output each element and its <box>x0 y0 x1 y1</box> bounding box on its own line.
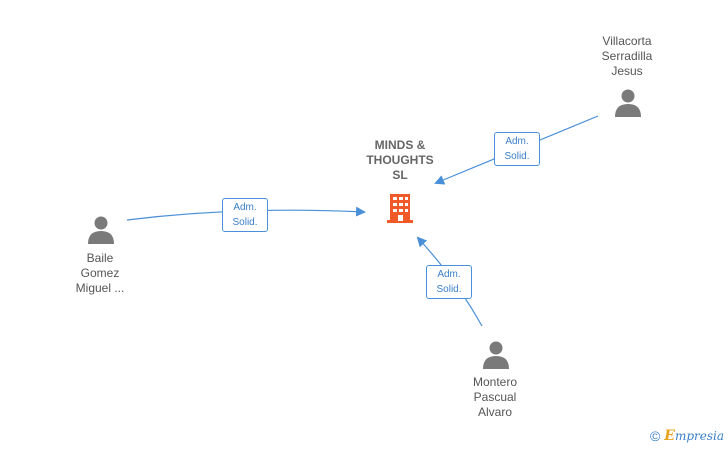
company-name[interactable]: MINDS & THOUGHTS SL <box>366 138 434 182</box>
person-name-montero[interactable]: Montero Pascual Alvaro <box>472 375 518 419</box>
edge-label-montero: Adm. Solid. <box>426 265 472 299</box>
person-icon[interactable] <box>86 215 116 245</box>
empresia-watermark: © Empresia <box>650 428 724 444</box>
copyright-symbol: © <box>649 428 661 444</box>
person-name-baile[interactable]: Baile Gomez Miguel ... <box>75 251 125 295</box>
edge-label-baile: Adm. Solid. <box>222 198 268 232</box>
person-icon[interactable] <box>613 88 643 118</box>
building-icon[interactable] <box>385 190 417 224</box>
empresia-logo: Empresia <box>664 428 724 444</box>
person-name-villacorta[interactable]: Villacorta Serradilla Jesus <box>601 34 653 78</box>
edge-label-villacorta: Adm. Solid. <box>494 132 540 166</box>
person-icon[interactable] <box>481 340 511 370</box>
